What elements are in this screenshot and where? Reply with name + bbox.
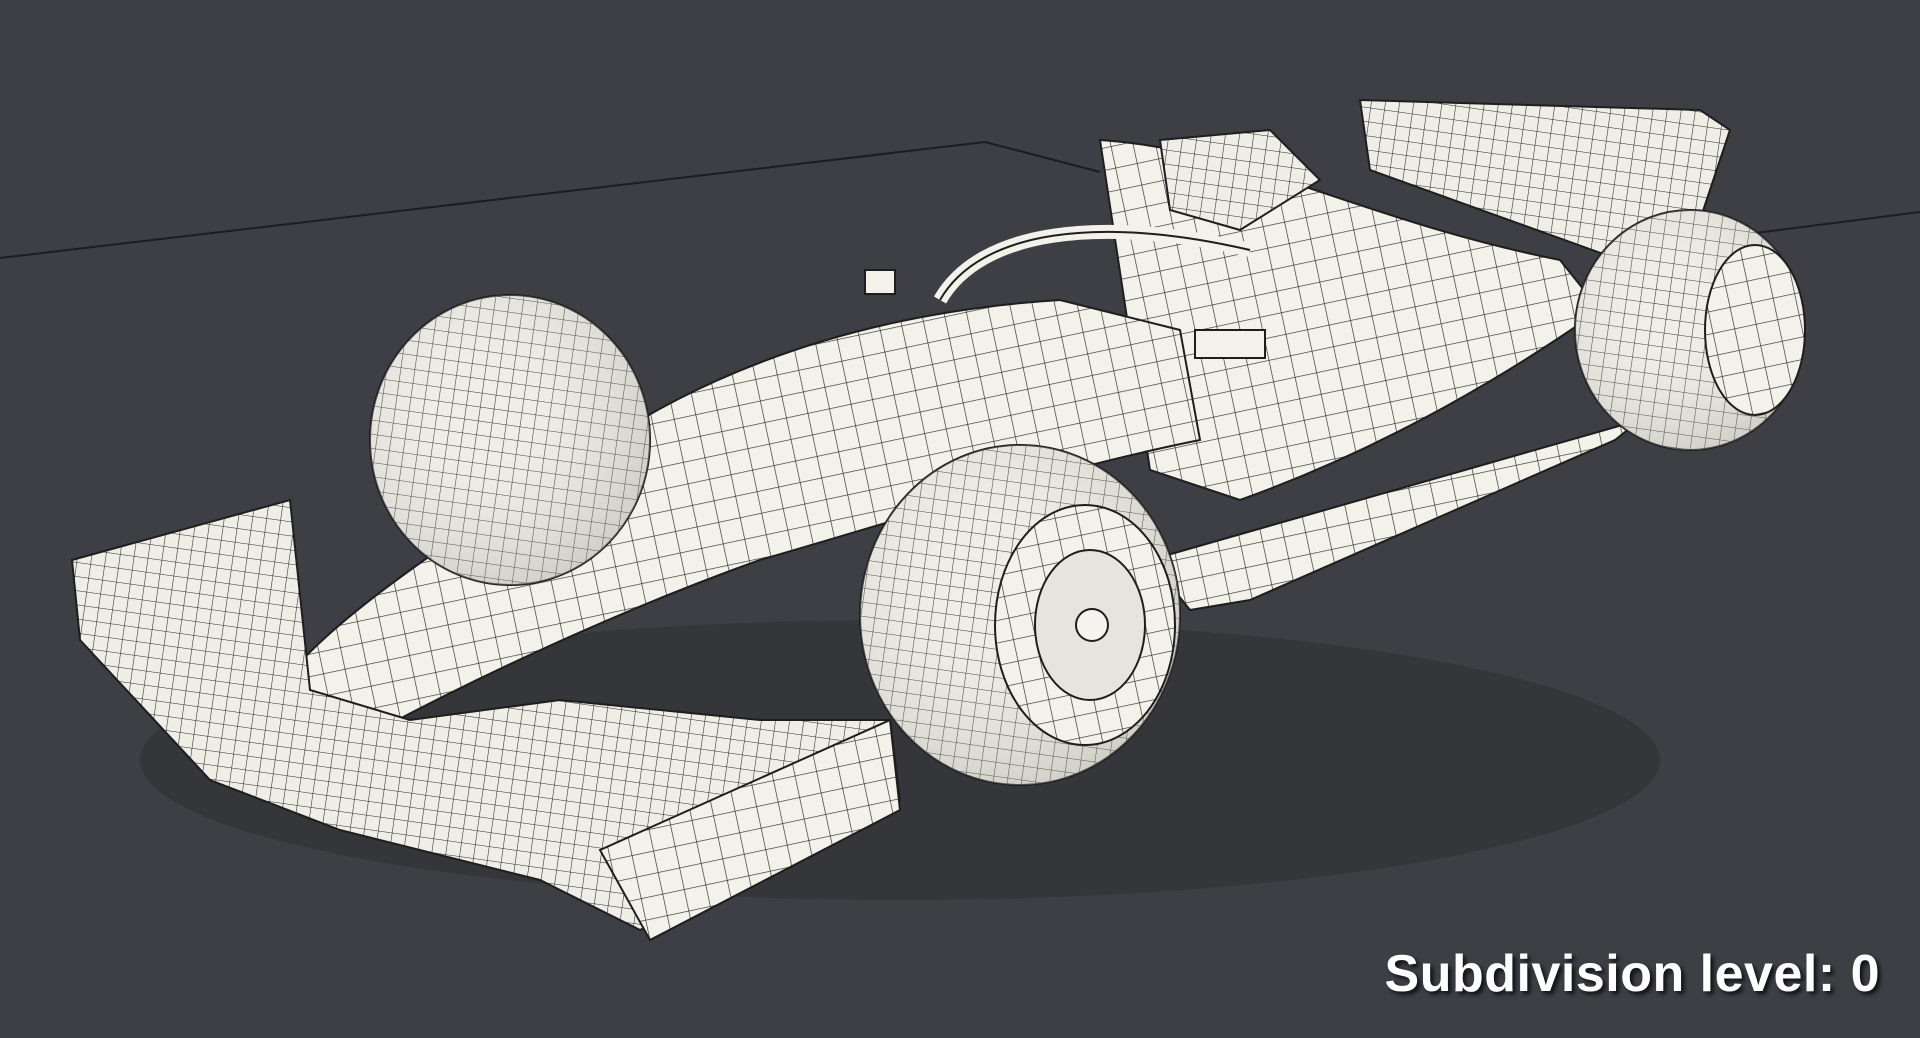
front-wing-endplate (598, 718, 902, 942)
front-left-tyre (369, 294, 651, 586)
rear-tyre (1574, 209, 1806, 451)
f1-car-model (70, 98, 1806, 942)
airbox (1158, 128, 1322, 232)
mirror-right (1194, 329, 1266, 359)
car-floor (1148, 419, 1641, 612)
wheel-hub (1075, 608, 1109, 642)
front-right-tyre (859, 444, 1181, 786)
mirror-left (864, 269, 896, 295)
subdivision-level-caption: Subdivision level: 0 (1384, 945, 1880, 1003)
